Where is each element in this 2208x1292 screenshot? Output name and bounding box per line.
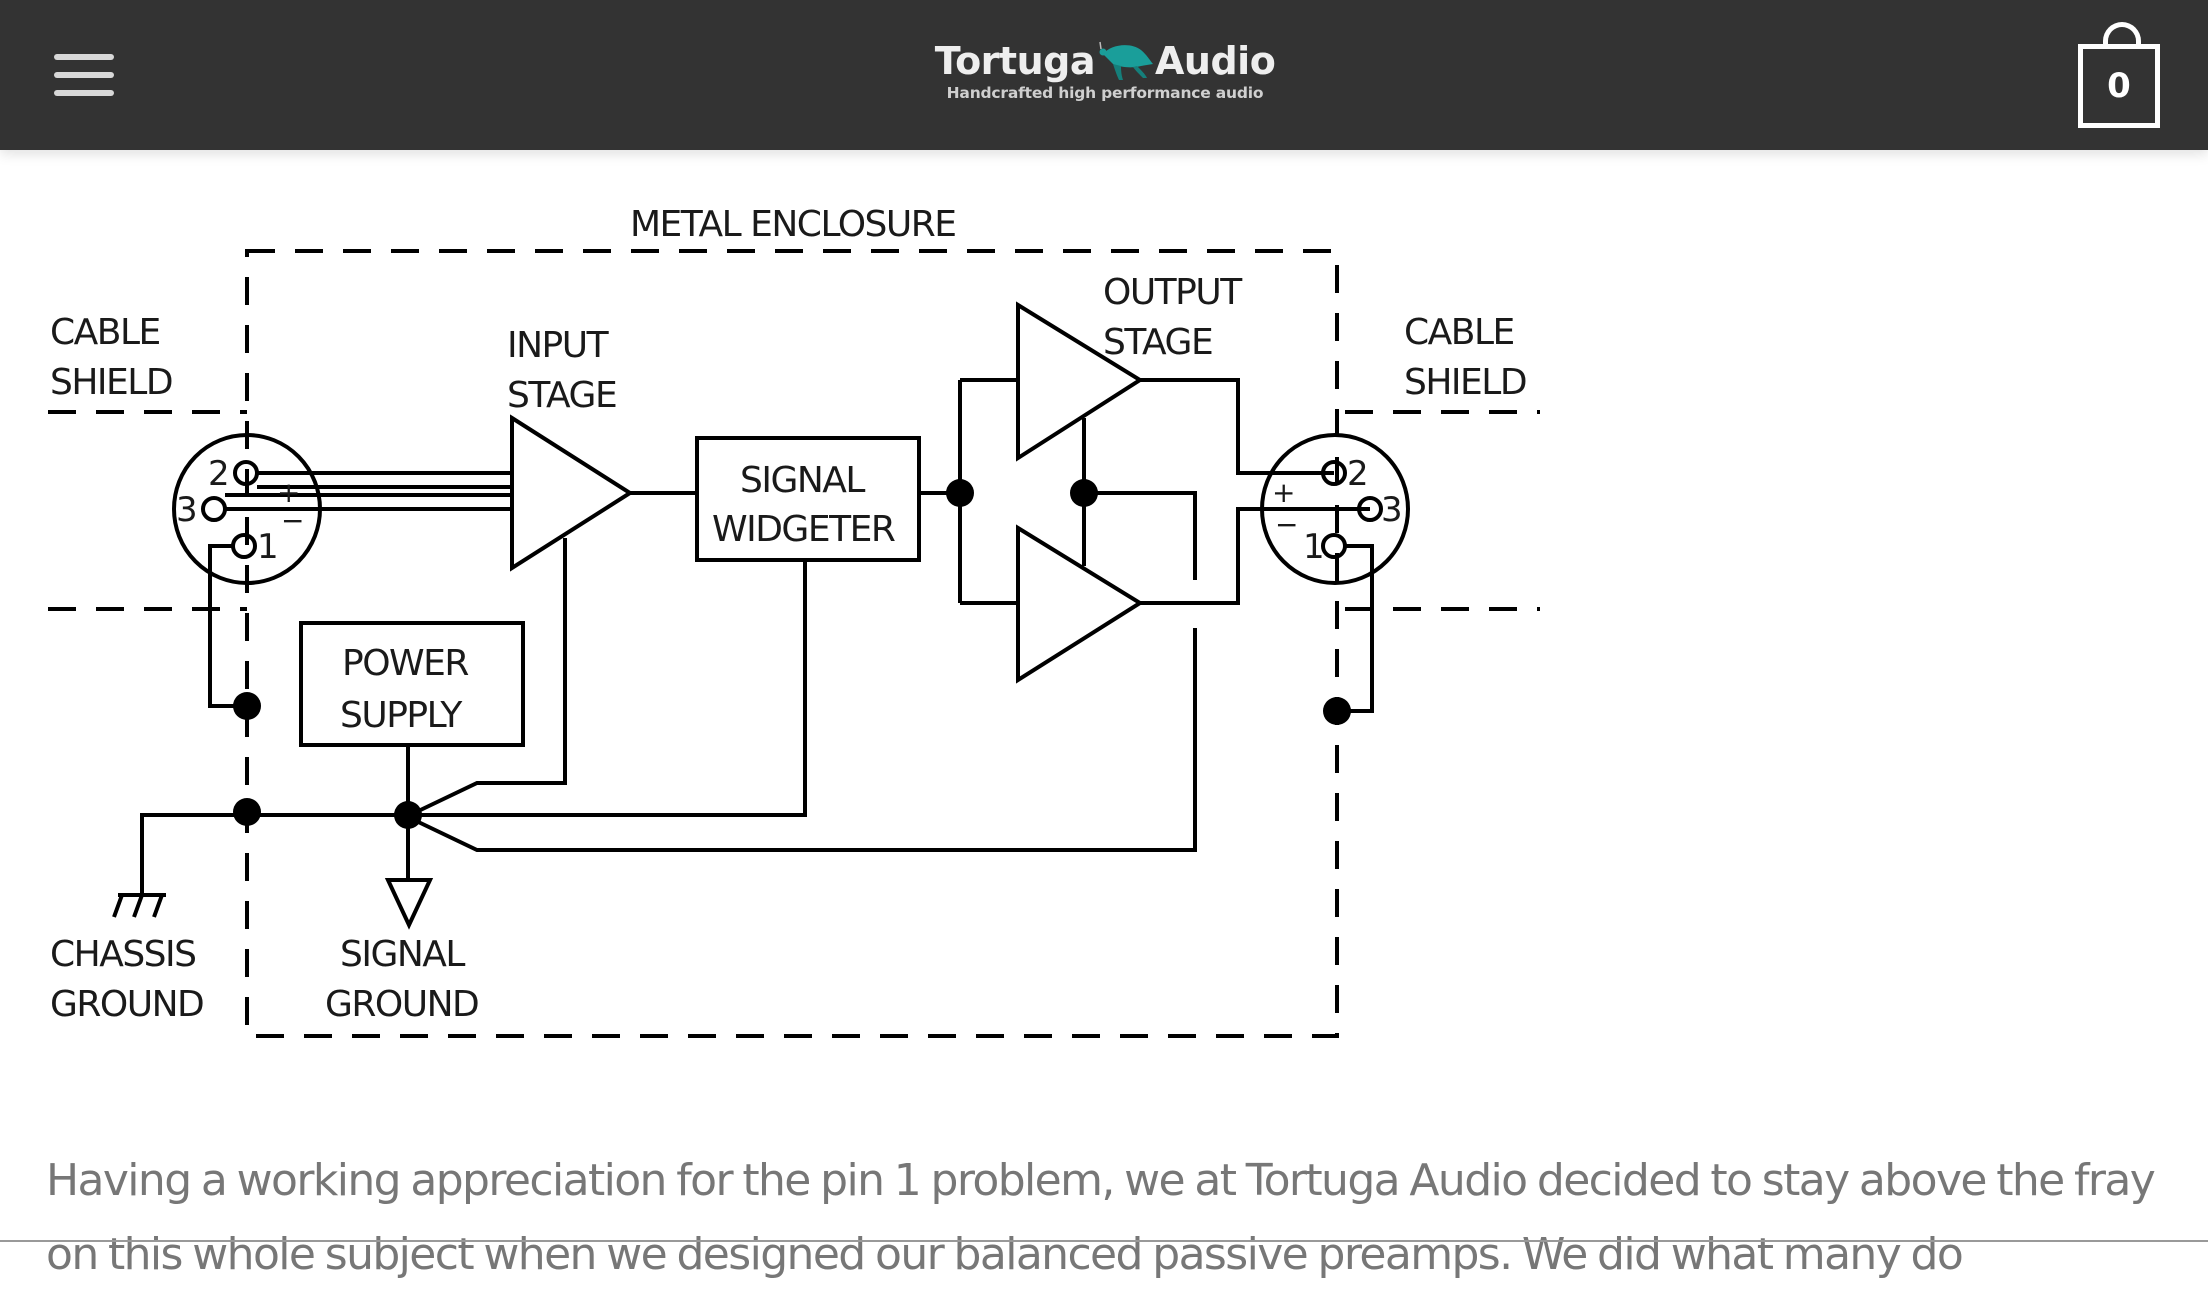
output-stage-lower-amplifier [1016, 524, 1144, 684]
left-shield-junction [233, 692, 261, 720]
output-stage-upper-amplifier [1016, 301, 1144, 462]
output-stage-label: STAGE [1103, 322, 1212, 363]
article-paragraph: Having a working appreciation for the pi… [46, 1155, 2156, 1280]
shopping-bag-icon [2103, 22, 2141, 49]
signal-widgeter-block [695, 436, 921, 562]
right-pin-2 [1321, 460, 1347, 486]
left-minus-label: − [281, 504, 303, 537]
input-stage-amplifier [510, 414, 634, 572]
viewport-bottom-edge [0, 1240, 2208, 1242]
hamburger-menu-icon [54, 90, 114, 96]
right-plus-label: + [1272, 476, 1294, 509]
right-minus-label: − [1275, 508, 1297, 541]
junction-dots [233, 479, 1351, 829]
signal-widgeter-label: SIGNAL [740, 460, 865, 501]
site-logo[interactable]: Tortuga Audio Handcrafted high performan… [930, 38, 1280, 108]
chassis-ground-symbol [112, 893, 166, 918]
left-plus-label: + [277, 476, 299, 509]
left-pin-3-label: 3 [176, 490, 196, 530]
right-pin-1-label: 1 [1303, 527, 1323, 567]
left-cable-shield-label: CABLE [50, 312, 160, 353]
power-supply-label: POWER [342, 643, 468, 684]
right-cable-shield-label: SHIELD [1404, 362, 1526, 403]
output-feedback-junction [1070, 479, 1098, 507]
hamburger-menu-icon [54, 54, 114, 60]
hamburger-menu-icon [54, 72, 114, 78]
left-pin-2-label: 2 [208, 454, 228, 494]
input-stage-label: INPUT [507, 325, 610, 366]
signal-ground-label: GROUND [325, 984, 478, 1025]
brand-name-left: Tortuga [934, 39, 1096, 83]
balanced-audio-grounding-diagram: METAL ENCLOSURE CABLE SHIELD CABLE SHIEL… [48, 204, 1540, 1038]
star-ground-junction [394, 801, 422, 829]
chassis-junction [233, 798, 261, 826]
signal-ground-label: SIGNAL [340, 934, 465, 975]
menu-button[interactable] [54, 54, 114, 98]
right-pin-1 [1321, 533, 1347, 559]
right-xlr-connector [1260, 433, 1410, 585]
input-stage-label: STAGE [507, 375, 616, 416]
site-header: Tortuga Audio Handcrafted high performan… [0, 0, 2208, 150]
logo-wordmark: Tortuga Audio [930, 38, 1280, 84]
right-shield-junction [1323, 697, 1351, 725]
metal-enclosure-label: METAL ENCLOSURE [630, 204, 956, 245]
output-stage-label: OUTPUT [1103, 272, 1243, 313]
signal-widgeter-label: WIDGETER [712, 509, 895, 550]
left-pin-1 [231, 533, 257, 559]
right-pin-3 [1357, 496, 1383, 522]
left-pin-3 [201, 496, 227, 522]
chassis-ground-label: CHASSIS [50, 934, 196, 975]
power-supply-block [299, 621, 525, 747]
right-cable-shield-label: CABLE [1404, 312, 1514, 353]
left-pin-1-label: 1 [257, 527, 277, 567]
right-pin-3-label: 3 [1381, 490, 1401, 530]
cart-button[interactable]: 0 [2078, 22, 2164, 128]
power-supply-label: SUPPLY [340, 695, 463, 736]
left-cable-shield-label: SHIELD [50, 362, 172, 403]
brand-tagline: Handcrafted high performance audio [946, 84, 1264, 102]
right-pin-2-label: 2 [1347, 454, 1367, 494]
chassis-ground-label: GROUND [50, 984, 203, 1025]
output-input-junction [946, 479, 974, 507]
brand-name-right: Audio [1155, 39, 1276, 83]
sea-turtle-logo-icon [1099, 41, 1153, 80]
cart-count-badge: 0 [2078, 44, 2160, 128]
metal-enclosure-outline [245, 249, 1339, 1038]
signal-ground-symbol [384, 878, 434, 930]
